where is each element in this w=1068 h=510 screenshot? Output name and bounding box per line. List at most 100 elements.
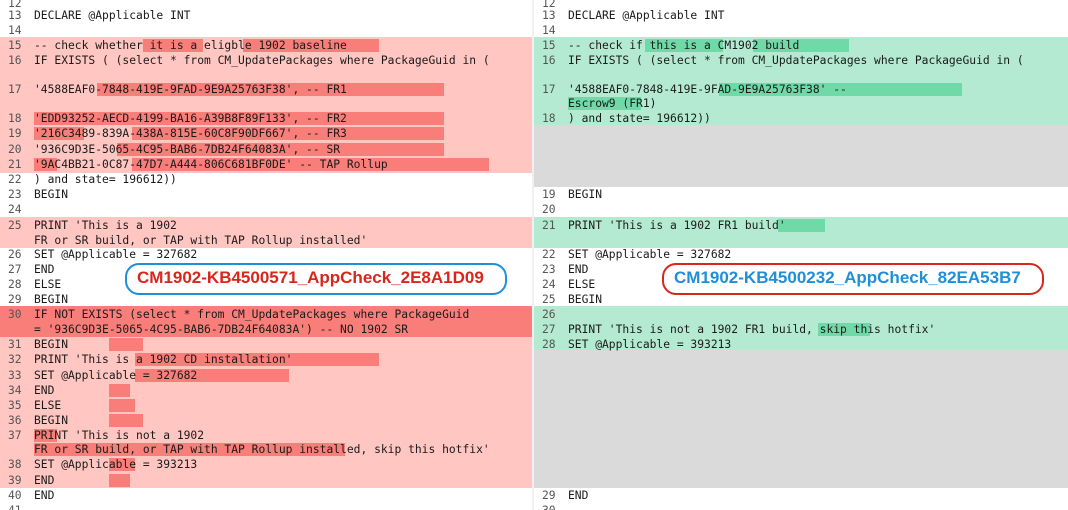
line-number: 22	[8, 173, 22, 186]
code-line[interactable]: 17 '4588EAF0-7848-419E-9FAD-9E9A25763F38…	[534, 82, 1068, 97]
code-line[interactable]: 20	[534, 202, 1068, 217]
code-line[interactable]: 21 PRINT 'This is a 1902 FR1 build'	[534, 218, 1068, 233]
code-line[interactable]: = '936C9D3E-5065-4C95-BAB6-7DB24F64083A'…	[0, 322, 532, 337]
code-line[interactable]: 25 BEGIN	[534, 292, 1068, 307]
code-line[interactable]: 22 ) and state= 196612))	[0, 172, 532, 187]
inline-change-highlight	[109, 338, 143, 351]
inline-change-highlight	[109, 458, 135, 471]
code-text: BEGIN	[34, 414, 69, 427]
line-number: 18	[8, 112, 22, 125]
code-line[interactable]: 36 BEGIN	[0, 413, 532, 428]
code-line[interactable]: 24 ELSE	[534, 277, 1068, 292]
code-line[interactable]: 31 BEGIN	[0, 337, 532, 352]
code-line[interactable]: FR or SR build, or TAP with TAP Rollup i…	[0, 233, 532, 248]
code-line[interactable]: 15 -- check whether it is a eligble 1902…	[0, 38, 532, 53]
code-line[interactable]: 14	[0, 23, 532, 38]
code-line[interactable]: FR or SR build, or TAP with TAP Rollup i…	[0, 442, 532, 457]
inline-change-highlight	[34, 429, 57, 442]
code-line[interactable]: 13 DECLARE @Applicable INT	[534, 8, 1068, 23]
code-line[interactable]: 25 PRINT 'This is a 1902	[0, 218, 532, 233]
code-line[interactable]: 18 ) and state= 196612))	[534, 111, 1068, 126]
code-line[interactable]: 29 BEGIN	[0, 292, 532, 307]
code-line[interactable]: 32 PRINT 'This is a 1902 CD installation…	[0, 352, 532, 367]
line-number: 23	[542, 263, 556, 276]
line-number: 22	[542, 248, 556, 261]
diff-filler-block	[534, 350, 1068, 488]
code-line[interactable]: 41	[0, 503, 532, 510]
code-text: FR or SR build, or TAP with TAP Rollup i…	[34, 443, 490, 456]
line-number: 18	[542, 112, 556, 125]
code-line[interactable]: 30 IF NOT EXISTS (select * from CM_Updat…	[0, 307, 532, 322]
line-number: 15	[8, 39, 22, 52]
code-line[interactable]: 17 '4588EAF0-7848-419E-9FAD-9E9A25763F38…	[0, 82, 532, 97]
code-text: END	[34, 263, 55, 276]
code-line[interactable]: 30	[534, 503, 1068, 510]
code-line[interactable]: 28 SET @Applicable = 393213	[534, 337, 1068, 352]
code-line[interactable]: 33 SET @Applicable = 327682	[0, 368, 532, 383]
line-number: 24	[542, 278, 556, 291]
code-line[interactable]: 23 END	[534, 262, 1068, 277]
diff-filler-block	[534, 125, 1068, 187]
code-line[interactable]: 12	[0, 0, 532, 11]
code-line[interactable]: 39 END	[0, 473, 532, 488]
inline-change-highlight	[109, 414, 143, 427]
code-line[interactable]: 37 PRINT 'This is not a 1902	[0, 428, 532, 443]
code-line[interactable]: 27 PRINT 'This is not a 1902 FR1 build, …	[534, 322, 1068, 337]
code-line[interactable]: 16 IF EXISTS ( (select * from CM_UpdateP…	[534, 53, 1068, 68]
code-line[interactable]: 22 SET @Applicable = 327682	[534, 247, 1068, 262]
code-line[interactable]: Escrow9 (FR1)	[534, 96, 1068, 111]
code-text: IF NOT EXISTS (select * from CM_UpdatePa…	[34, 308, 470, 321]
inline-change-highlight	[132, 158, 489, 171]
code-line[interactable]: 27 END	[0, 262, 532, 277]
line-number: 14	[8, 24, 22, 37]
code-line[interactable]: 16 IF EXISTS ( (select * from CM_UpdateP…	[0, 53, 532, 68]
code-line[interactable]: 28 ELSE	[0, 277, 532, 292]
inline-change-highlight	[109, 474, 130, 487]
line-number: 36	[8, 414, 22, 427]
code-line[interactable]: 26	[534, 307, 1068, 322]
line-number: 24	[8, 203, 22, 216]
code-line[interactable]: 24	[0, 202, 532, 217]
line-number: 27	[8, 263, 22, 276]
code-line[interactable]: 20 '936C9D3E-5065-4C95-BAB6-7DB24F64083A…	[0, 142, 532, 157]
code-line[interactable]: 14	[534, 23, 1068, 38]
code-line[interactable]: 18 'EDD93252-AECD-4199-BA16-A39B8F89F133…	[0, 111, 532, 126]
code-line[interactable]: 40 END	[0, 488, 532, 503]
code-line[interactable]: 34 END	[0, 383, 532, 398]
line-number: 19	[8, 127, 22, 140]
pane-divider[interactable]	[532, 0, 534, 510]
line-number: 12	[542, 0, 556, 10]
code-line[interactable]: 15 -- check if this is a CM1902 build	[534, 38, 1068, 53]
inline-change-highlight	[97, 83, 444, 96]
code-text: IF EXISTS ( (select * from CM_UpdatePack…	[568, 54, 1024, 67]
code-text: SET @Applicable = 327682	[34, 369, 198, 382]
code-line[interactable]: 12	[534, 0, 1068, 11]
line-number: 29	[542, 489, 556, 502]
inline-change-highlight	[243, 39, 379, 52]
line-number: 15	[542, 39, 556, 52]
code-text: END	[568, 263, 589, 276]
inline-change-highlight	[132, 112, 444, 125]
line-number: 23	[8, 188, 22, 201]
inline-change-highlight	[778, 219, 825, 232]
code-text: '9AC4BB21-0C87-47D7-A444-806C681BF0DE' -…	[34, 158, 388, 171]
line-number: 21	[542, 219, 556, 232]
code-line[interactable]: 19 '216C3489-839A-438A-815E-60C8F90DF667…	[0, 126, 532, 141]
code-text: FR or SR build, or TAP with TAP Rollup i…	[34, 234, 368, 247]
inline-change-highlight	[568, 97, 641, 110]
code-line[interactable]: 26 SET @Applicable = 327682	[0, 247, 532, 262]
line-number: 26	[542, 308, 556, 321]
code-line[interactable]: 19 BEGIN	[534, 187, 1068, 202]
line-number: 20	[542, 203, 556, 216]
code-line[interactable]: 29 END	[534, 488, 1068, 503]
code-line[interactable]: 38 SET @Applicable = 393213	[0, 457, 532, 472]
code-line[interactable]: 21 '9AC4BB21-0C87-47D7-A444-806C681BF0DE…	[0, 157, 532, 172]
code-line[interactable]: 13 DECLARE @Applicable INT	[0, 8, 532, 23]
line-number: 41	[8, 503, 22, 510]
code-line[interactable]: 35 ELSE	[0, 398, 532, 413]
line-number: 12	[8, 0, 22, 10]
code-line[interactable]: 23 BEGIN	[0, 187, 532, 202]
code-text: ELSE	[568, 278, 596, 291]
